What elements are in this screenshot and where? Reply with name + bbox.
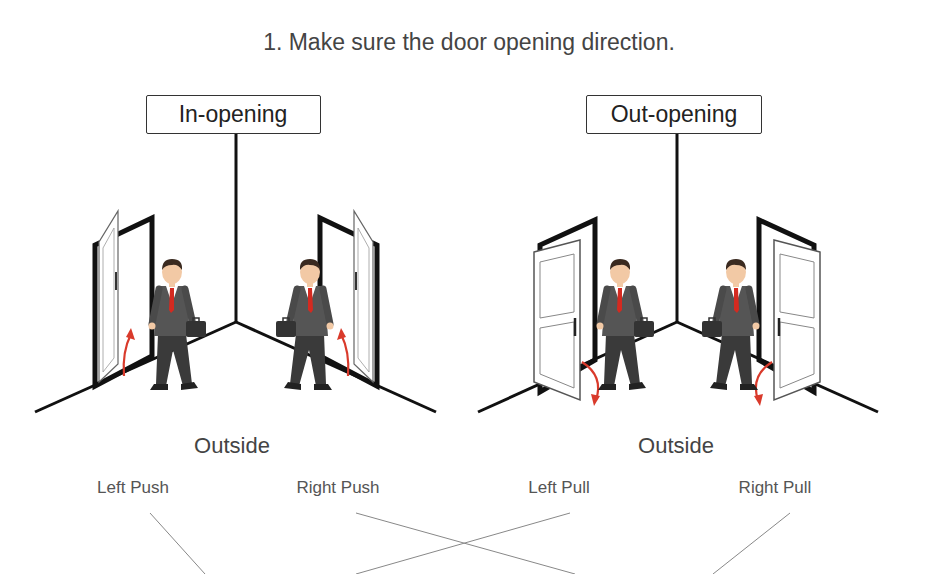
side-label: Outside xyxy=(194,433,270,459)
direction-label: Right Push xyxy=(296,478,379,498)
direction-label: Right Pull xyxy=(739,478,812,498)
side-label: Outside xyxy=(638,433,714,459)
title: 1. Make sure the door opening direction. xyxy=(263,29,675,56)
direction-label: Left Push xyxy=(97,478,169,498)
box-label: In-opening xyxy=(179,101,288,128)
label-box: In-opening xyxy=(146,95,321,134)
box-label: Out-opening xyxy=(611,101,738,128)
direction-label: Left Pull xyxy=(528,478,589,498)
label-box: Out-opening xyxy=(586,95,762,134)
